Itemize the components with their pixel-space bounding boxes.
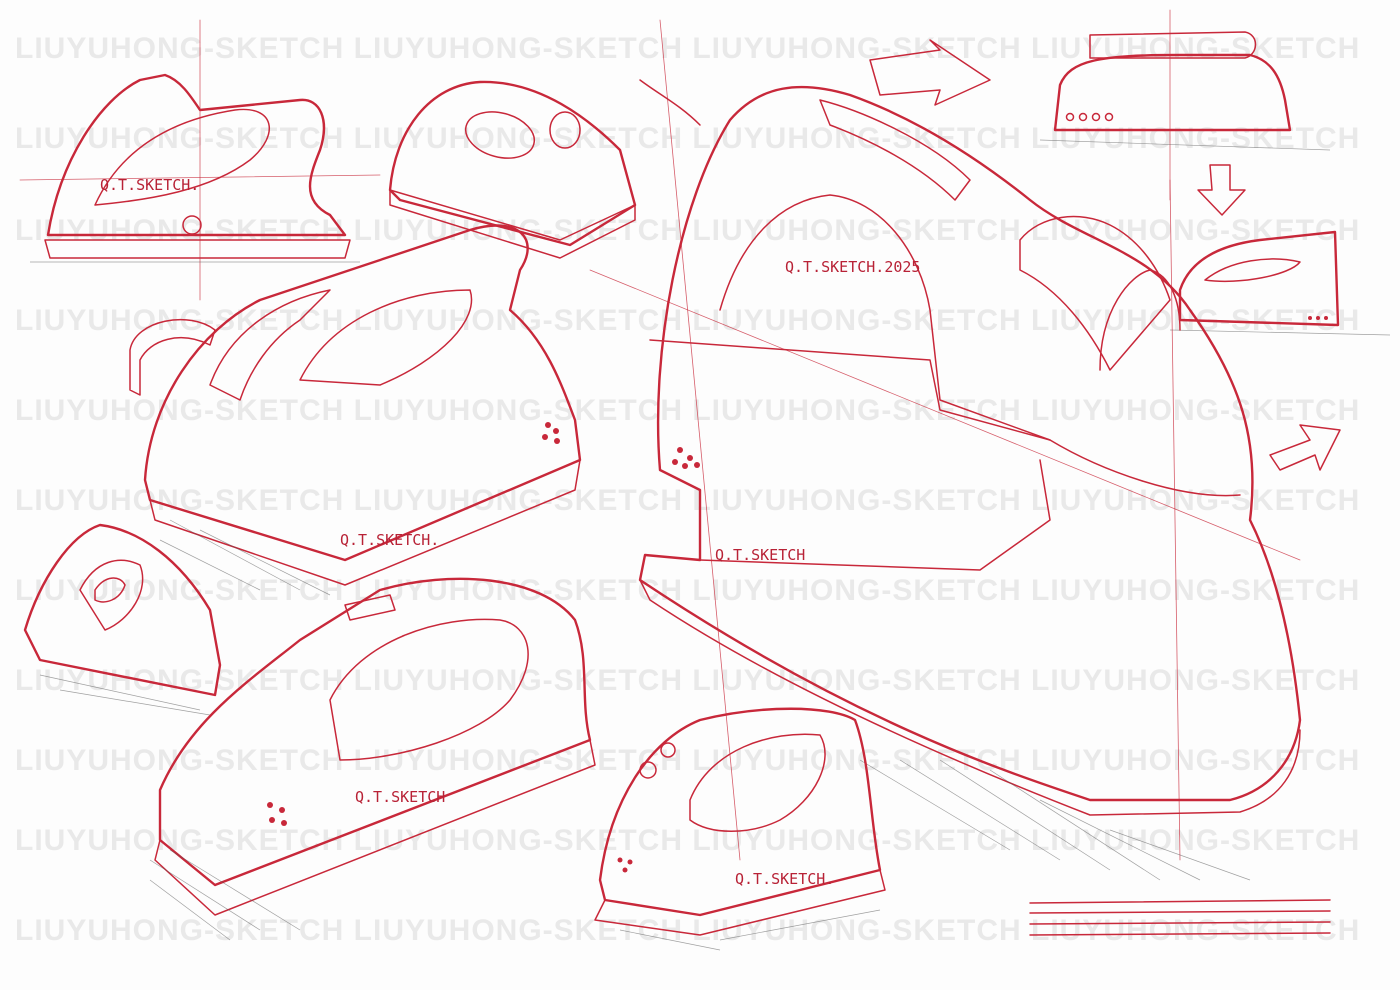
watermark-row: LIUYUHONG-SKETCH LIUYUHONG-SKETCH LIUYUH…	[15, 824, 1360, 857]
brand-label: Q.T.SKETCH.	[340, 531, 439, 549]
decorative-lines	[1029, 899, 1331, 936]
watermark: LIUYUHONG-SKETCH LIUYUHONG-SKETCH LIUYUH…	[15, 32, 1360, 947]
iron-mid-left: Q.T.SKETCH.	[129, 224, 582, 596]
watermark-row: LIUYUHONG-SKETCH LIUYUHONG-SKETCH LIUYUH…	[15, 574, 1360, 607]
brand-label: Q.T.SKETCH.	[100, 176, 199, 194]
watermark-row: LIUYUHONG-SKETCH LIUYUHONG-SKETCH LIUYUH…	[15, 32, 1360, 65]
watermark-row: LIUYUHONG-SKETCH LIUYUHONG-SKETCH LIUYUH…	[15, 664, 1360, 697]
watermark-row: LIUYUHONG-SKETCH LIUYUHONG-SKETCH LIUYUH…	[15, 394, 1360, 427]
iron-top-right	[1039, 9, 1331, 216]
iron-right-small	[1169, 230, 1391, 336]
iron-bottom-center: Q.T.SKETCH.	[594, 707, 886, 951]
iron-large-center: Q.T.SKETCH.2025 Q.T.SKETCH	[589, 19, 1341, 881]
brand-label: Q.T.SKETCH.	[735, 870, 834, 888]
watermark-row: LIUYUHONG-SKETCH LIUYUHONG-SKETCH LIUYUH…	[15, 122, 1360, 155]
watermark-row: LIUYUHONG-SKETCH LIUYUHONG-SKETCH LIUYUH…	[15, 744, 1360, 777]
watermark-row: LIUYUHONG-SKETCH LIUYUHONG-SKETCH LIUYUH…	[15, 484, 1360, 517]
brand-label: Q.T.SKETCH.2025	[785, 258, 920, 276]
iron-bottom-left: Q.T.SKETCH	[149, 577, 596, 941]
brand-label: Q.T.SKETCH	[715, 546, 805, 564]
watermark-row: LIUYUHONG-SKETCH LIUYUHONG-SKETCH LIUYUH…	[15, 914, 1360, 947]
iron-top-left: Q.T.SKETCH.	[19, 19, 381, 301]
iron-top-center	[388, 80, 637, 259]
brand-label: Q.T.SKETCH	[355, 788, 445, 806]
iron-left-small	[23, 523, 222, 716]
